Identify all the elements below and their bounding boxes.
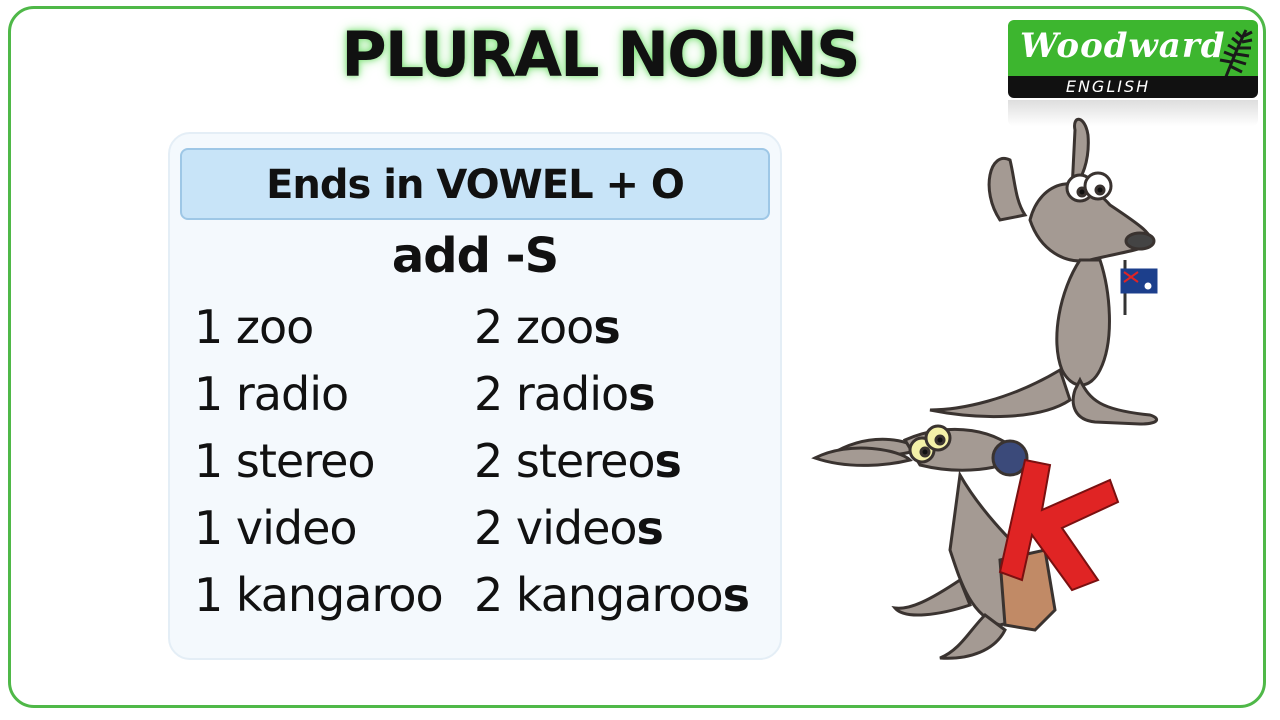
- logo-brand: Woodward: [1020, 26, 1226, 66]
- woodward-logo: Woodward ENGLISH: [1008, 20, 1258, 130]
- singular-word: 1 video: [194, 501, 358, 555]
- plural-word: 2 kangaroos: [474, 568, 750, 622]
- example-row: 1 video 2 videos: [194, 501, 794, 567]
- singular-word: 1 stereo: [194, 434, 376, 488]
- plural-word: 2 zoos: [474, 300, 621, 354]
- example-row: 1 radio 2 radios: [194, 367, 794, 433]
- logo-sub: ENGLISH: [1065, 77, 1151, 96]
- example-row: 1 kangaroo 2 kangaroos: [194, 568, 794, 634]
- rule-heading: Ends in VOWEL + O: [180, 148, 770, 220]
- standing-kangaroo: [929, 117, 1159, 426]
- plural-word: 2 stereos: [474, 434, 682, 488]
- logo-reflection: [1008, 100, 1258, 126]
- singular-word: 1 radio: [194, 367, 349, 421]
- rule-text: add -S: [391, 228, 559, 284]
- plural-word: 2 radios: [474, 367, 656, 421]
- letter-k-icon: [998, 458, 1120, 592]
- plural-word: 2 videos: [474, 501, 664, 555]
- page-title: PLURAL NOUNS: [341, 18, 860, 91]
- singular-word: 1 zoo: [194, 300, 314, 354]
- example-row: 1 zoo 2 zoos: [194, 300, 794, 366]
- logo-black-band: [1008, 76, 1258, 98]
- logo-green-band: [1008, 20, 1258, 76]
- hopping-kangaroo: [811, 424, 1057, 660]
- kangaroo-illustration: [811, 117, 1159, 660]
- singular-word: 1 kangaroo: [194, 568, 444, 622]
- example-row: 1 stereo 2 stereos: [194, 434, 794, 500]
- rule-card: [168, 132, 782, 660]
